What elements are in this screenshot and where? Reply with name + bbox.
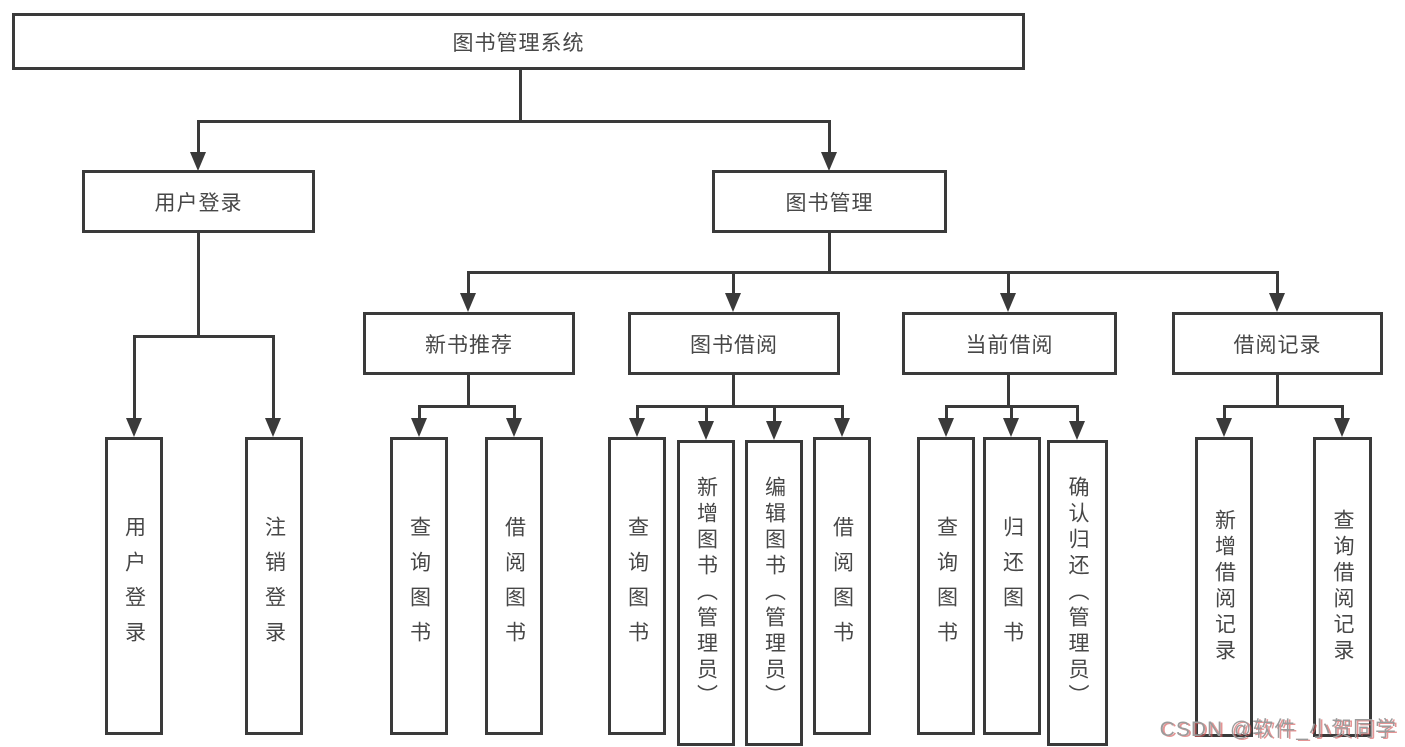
connector-drop	[1010, 405, 1013, 420]
connector-bookborrow-bus	[636, 405, 844, 408]
arrowhead-icon	[265, 418, 281, 437]
node-book-borrow: 图书借阅	[628, 312, 840, 375]
connector-borrowrecord-bus	[1223, 405, 1343, 408]
arrowhead-icon	[190, 152, 206, 171]
connector-root-stem	[519, 69, 522, 120]
node-new-book-recommend-label: 新书推荐	[425, 333, 513, 357]
leaf-user-login: 用户登录	[105, 437, 163, 735]
connector-drop-leaf-login	[133, 335, 136, 419]
arrowhead-icon	[821, 152, 837, 171]
connector-drop	[418, 405, 421, 420]
arrowhead-icon	[725, 293, 741, 312]
leaf-query-book-3: 查询图书	[917, 437, 975, 735]
node-user-login: 用户登录	[82, 170, 315, 233]
arrowhead-icon	[629, 418, 645, 437]
node-root: 图书管理系统	[12, 13, 1025, 70]
arrowhead-icon	[698, 421, 714, 440]
connector-borrowrecord-stem	[1276, 375, 1279, 405]
leaf-logout: 注销登录	[245, 437, 303, 735]
connector-drop-newbook	[467, 271, 470, 295]
connector-drop-currentborrow	[1007, 271, 1010, 295]
connector-drop-borrowrecord	[1276, 271, 1279, 295]
connector-drop	[1223, 405, 1226, 420]
leaf-confirm-return-admin: 确认归还（管理员）	[1047, 440, 1108, 746]
leaf-borrow-book-2-label: 借阅图书	[830, 516, 854, 656]
leaf-add-borrow-record-label: 新增借阅记录	[1212, 509, 1236, 665]
node-borrow-record: 借阅记录	[1172, 312, 1383, 375]
leaf-query-borrow-record: 查询借阅记录	[1313, 437, 1372, 737]
arrowhead-icon	[506, 418, 522, 437]
leaf-borrow-book-2: 借阅图书	[813, 437, 871, 735]
leaf-query-book-3-label: 查询图书	[934, 516, 958, 656]
arrowhead-icon	[1003, 418, 1019, 437]
node-new-book-recommend: 新书推荐	[363, 312, 575, 375]
arrowhead-icon	[411, 418, 427, 437]
watermark: CSDN @软件_小贺同学	[1159, 718, 1397, 741]
leaf-query-book-1: 查询图书	[390, 437, 448, 735]
node-book-management-label: 图书管理	[785, 191, 874, 215]
leaf-edit-book-admin-label: 编辑图书（管理员）	[762, 476, 786, 710]
arrowhead-icon	[1269, 293, 1285, 312]
leaf-query-book-2: 查询图书	[608, 437, 666, 735]
connector-user-stem	[197, 233, 200, 335]
arrowhead-icon	[460, 293, 476, 312]
node-user-login-label: 用户登录	[154, 191, 243, 215]
leaf-borrow-book-1: 借阅图书	[485, 437, 543, 735]
leaf-add-book-admin-label: 新增图书（管理员）	[694, 476, 718, 710]
arrowhead-icon	[126, 418, 142, 437]
arrowhead-icon	[1334, 418, 1350, 437]
leaf-confirm-return-admin-label: 确认归还（管理员）	[1066, 476, 1089, 710]
node-root-label: 图书管理系统	[452, 31, 585, 55]
node-current-borrow-label: 当前借阅	[965, 333, 1054, 357]
node-borrow-record-label: 借阅记录	[1233, 333, 1322, 357]
connector-currentborrow-stem	[1007, 375, 1010, 405]
connector-drop-book-mgmt	[828, 120, 831, 154]
connector-newbook-stem	[467, 375, 470, 405]
arrowhead-icon	[1069, 421, 1085, 440]
leaf-borrow-book-1-label: 借阅图书	[502, 516, 526, 656]
leaf-query-book-1-label: 查询图书	[407, 516, 431, 656]
leaf-return-book-label: 归还图书	[1000, 516, 1024, 656]
node-book-management: 图书管理	[712, 170, 947, 233]
leaf-edit-book-admin: 编辑图书（管理员）	[745, 440, 803, 746]
connector-drop	[841, 405, 844, 420]
connector-drop	[1341, 405, 1344, 420]
connector-bookborrow-stem	[732, 375, 735, 405]
connector-drop	[773, 405, 776, 423]
leaf-add-book-admin: 新增图书（管理员）	[677, 440, 735, 746]
node-book-borrow-label: 图书借阅	[690, 333, 778, 357]
connector-drop	[1076, 405, 1079, 423]
leaf-user-login-label: 用户登录	[122, 516, 146, 656]
leaf-add-borrow-record: 新增借阅记录	[1195, 437, 1253, 737]
leaf-query-borrow-record-label: 查询借阅记录	[1331, 509, 1354, 665]
connector-book-stem	[828, 233, 831, 271]
arrowhead-icon	[834, 418, 850, 437]
leaf-logout-label: 注销登录	[262, 516, 286, 656]
connector-drop-user-login	[197, 120, 200, 154]
connector-book-bus	[467, 271, 1279, 274]
leaf-return-book: 归还图书	[983, 437, 1041, 735]
connector-newbook-bus	[418, 405, 516, 408]
connector-user-bus	[133, 335, 275, 338]
connector-drop-bookborrow	[732, 271, 735, 295]
connector-root-bus	[197, 120, 831, 123]
node-current-borrow: 当前借阅	[902, 312, 1117, 375]
arrowhead-icon	[1000, 293, 1016, 312]
connector-drop	[945, 405, 948, 420]
leaf-query-book-2-label: 查询图书	[625, 516, 649, 656]
arrowhead-icon	[938, 418, 954, 437]
connector-drop	[636, 405, 639, 420]
arrowhead-icon	[1216, 418, 1232, 437]
connector-drop	[513, 405, 516, 420]
arrowhead-icon	[766, 421, 782, 440]
connector-drop	[705, 405, 708, 423]
connector-drop-leaf-logout	[272, 335, 275, 419]
